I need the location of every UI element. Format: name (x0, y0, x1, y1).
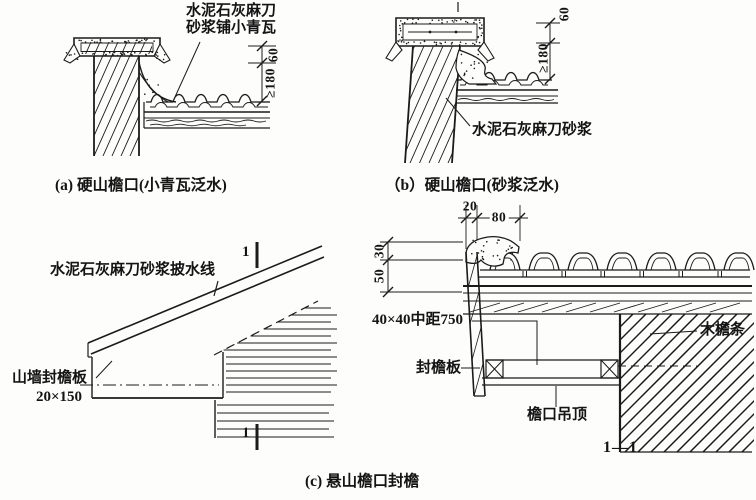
section-title-1-1: 1—1 (603, 439, 638, 456)
panel-a-material-label-line1: 水泥石灰麻刀 (186, 3, 277, 19)
section-mark-1-bottom: 1 (242, 425, 250, 441)
panel-b-dim-180: ≥180 (535, 43, 551, 73)
section-1-1-drawing (380, 205, 755, 453)
panel-b-material-label: 水泥石灰麻刀砂浆 (472, 122, 593, 138)
panel-c-flashing-label: 水泥石灰麻刀砂浆披水线 (50, 262, 216, 278)
section-dim-50: 50 (371, 268, 387, 284)
section-dim-20: 20 (462, 198, 478, 214)
caption-c: (c) 悬山檐口封檐 (305, 473, 420, 490)
panel-c-elevation-drawing (80, 242, 337, 450)
section-fascia-label: 封檐板 (416, 360, 462, 376)
panel-a-dim-180: ≥180 (262, 68, 278, 98)
panel-a-drawing (63, 37, 276, 156)
section-mark-1-top: 1 (242, 244, 250, 260)
panel-c-fascia-label-line2: 20×150 (36, 389, 83, 405)
panel-c-fascia-label-line1: 山墙封檐板 (12, 370, 88, 386)
section-ceiling-label: 檐口吊顶 (527, 407, 588, 423)
caption-b: （b）硬山檐口(砂浆泛水) (385, 177, 559, 194)
section-dim-30: 30 (371, 243, 387, 259)
panel-b-dim-60: 60 (556, 6, 572, 22)
caption-a: (a) 硬山檐口(小青瓦泛水) (55, 177, 227, 194)
section-rafter-label: 木檐条 (700, 322, 746, 338)
section-dim-80: 80 (489, 208, 509, 226)
section-batten-label: 40×40中距750 (372, 312, 464, 328)
panel-a-material-label-line2: 砂浆铺小青瓦 (186, 20, 277, 36)
panel-a-dim-60: 60 (265, 47, 281, 63)
